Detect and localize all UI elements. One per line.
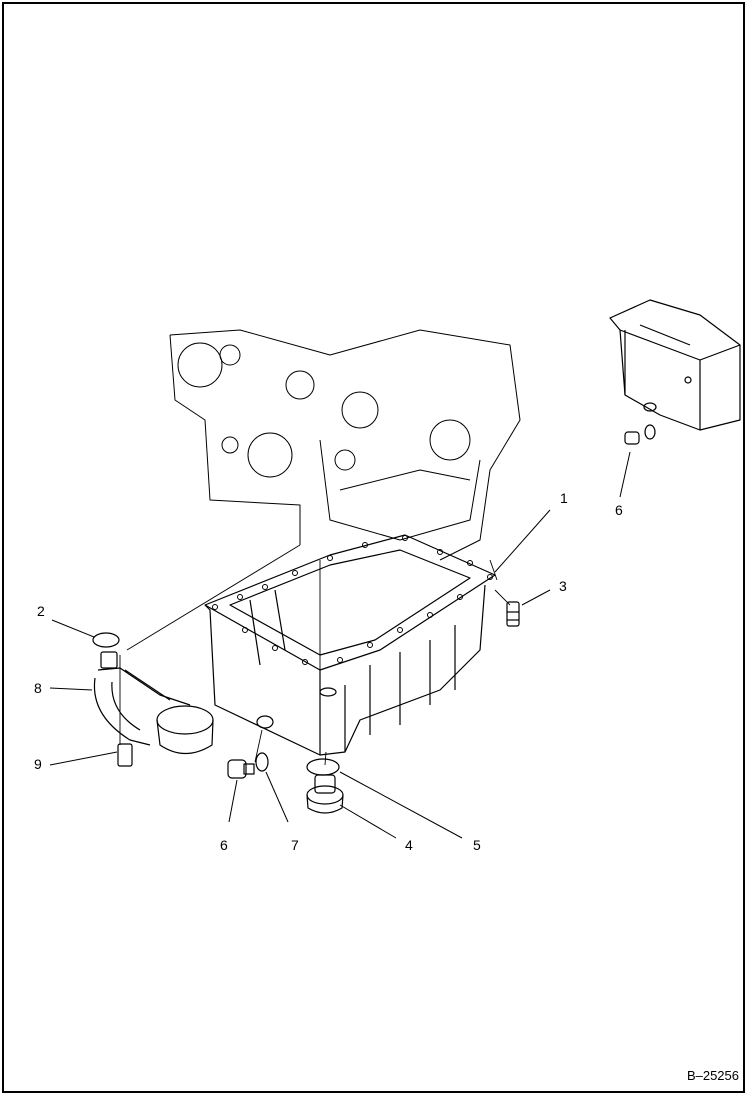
callout-1: 1: [560, 490, 568, 506]
side-washer: [255, 752, 269, 772]
pan-bolt-holes: [212, 535, 493, 665]
leader-lines: [49, 451, 631, 839]
oil-pan: [204, 534, 496, 756]
engine-block: [169, 329, 521, 561]
callout-5: 5: [473, 837, 481, 853]
callout-7: 7: [291, 837, 299, 853]
callout-3: 3: [559, 578, 567, 594]
assembly-guide-lines: [119, 544, 511, 766]
pan-bolt: [506, 601, 520, 627]
callout-2: 2: [37, 603, 45, 619]
oil-strainer: [93, 651, 214, 767]
callout-9: 9: [34, 756, 42, 772]
callout-6: 6: [220, 837, 228, 853]
callout-6-inset: 6: [615, 502, 623, 518]
callout-4: 4: [405, 837, 413, 853]
inset-oil-pan: [609, 299, 741, 445]
figure-id-label: B–25256: [686, 1068, 739, 1083]
drain-gasket: [306, 758, 340, 776]
callout-8: 8: [34, 680, 42, 696]
drain-plug: [306, 774, 344, 814]
side-plug: [227, 759, 255, 779]
callout-labels: 1 2 3 4 5 6 6 7 8 9: [34, 490, 623, 853]
o-ring: [92, 632, 120, 648]
